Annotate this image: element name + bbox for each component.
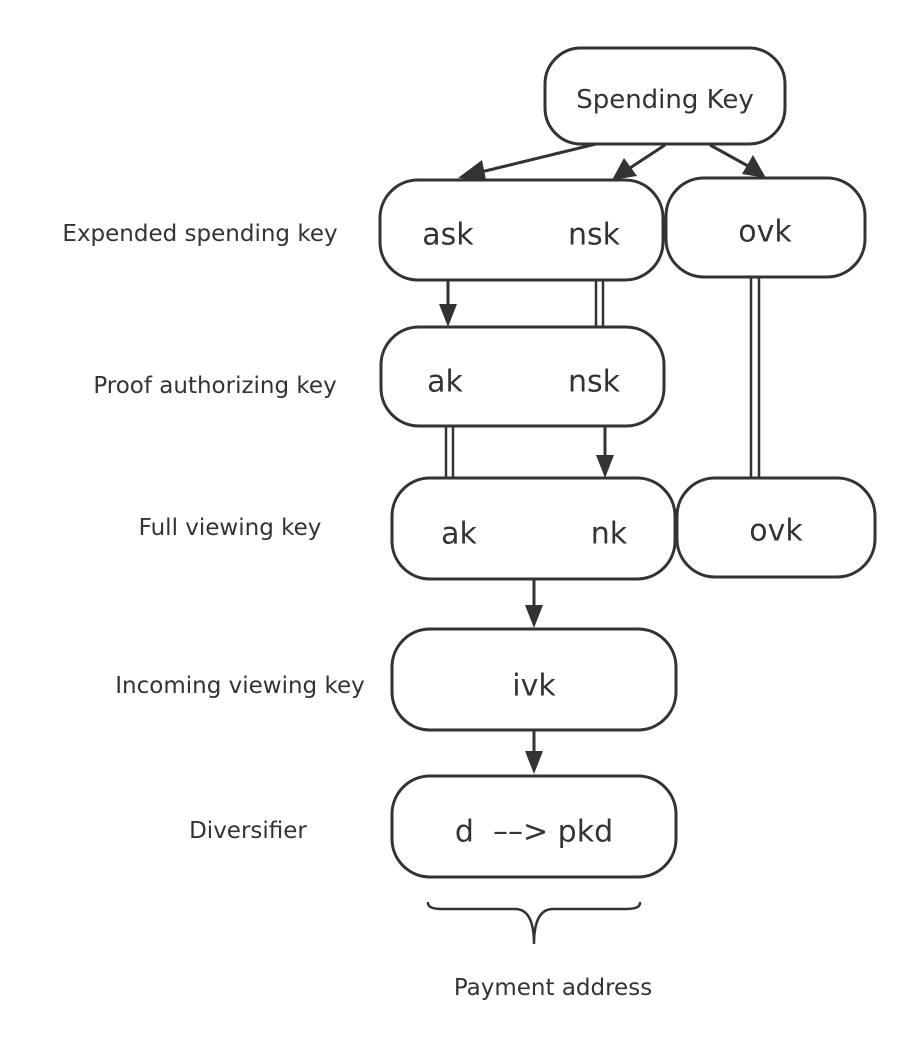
row-label-diversifier: Diversifier: [189, 818, 307, 844]
row-label-full-viewing-key: Full viewing key: [139, 515, 322, 541]
node-esk-ovk: ovk: [664, 176, 867, 279]
edge-ivk-to-diversifier-arrowhead: [525, 751, 543, 774]
edge-spending-to-ovk-arrowhead: [742, 155, 766, 178]
node-ask-label: ask: [422, 218, 474, 253]
node-fvk-ovk-label: ovk: [749, 514, 803, 549]
node-incoming-viewing-key: ivk: [390, 627, 678, 732]
node-esk-nsk-label: nsk: [568, 218, 621, 253]
node-spending-key: Spending Key: [543, 46, 787, 146]
node-fvk-nk-label: nk: [591, 517, 628, 552]
node-ivk-label: ivk: [512, 669, 556, 704]
edge-nsk-to-nk-arrowhead: [596, 455, 614, 478]
payment-address-label: Payment address: [454, 975, 652, 1001]
node-diversifier-label: d ––> pkd: [455, 815, 613, 850]
edge-spending-to-ask: [480, 141, 601, 174]
edge-spending-to-ovk: [709, 143, 749, 168]
payment-address-brace: [426, 901, 642, 945]
node-full-viewing-key: ak nk: [390, 476, 677, 581]
node-diversifier: d ––> pkd: [390, 774, 678, 879]
node-fvk-ak-label: ak: [441, 517, 477, 552]
node-pak-nsk-label: nsk: [568, 365, 621, 400]
edge-spending-to-nsk: [629, 143, 666, 170]
row-label-incoming-viewing-key: Incoming viewing key: [115, 673, 364, 699]
node-esk-ovk-label: ovk: [738, 215, 792, 250]
edge-fvk-to-ivk-arrowhead: [525, 605, 543, 628]
node-fvk-ovk: ovk: [675, 476, 877, 579]
node-proof-authorizing-key: ak nsk: [379, 325, 666, 428]
node-spending-key-label: Spending Key: [576, 85, 754, 115]
edge-ask-to-ak-arrowhead: [439, 304, 457, 327]
node-pak-ak-label: ak: [427, 365, 463, 400]
node-expended-spending-key: ask nsk: [378, 178, 665, 282]
edge-spending-to-nsk-arrowhead: [612, 158, 637, 180]
row-label-expended-spending-key: Expended spending key: [62, 221, 337, 247]
edge-spending-to-ask-arrowhead: [458, 160, 486, 180]
connectors: [439, 141, 766, 774]
row-label-proof-authorizing-key: Proof authorizing key: [93, 373, 336, 399]
